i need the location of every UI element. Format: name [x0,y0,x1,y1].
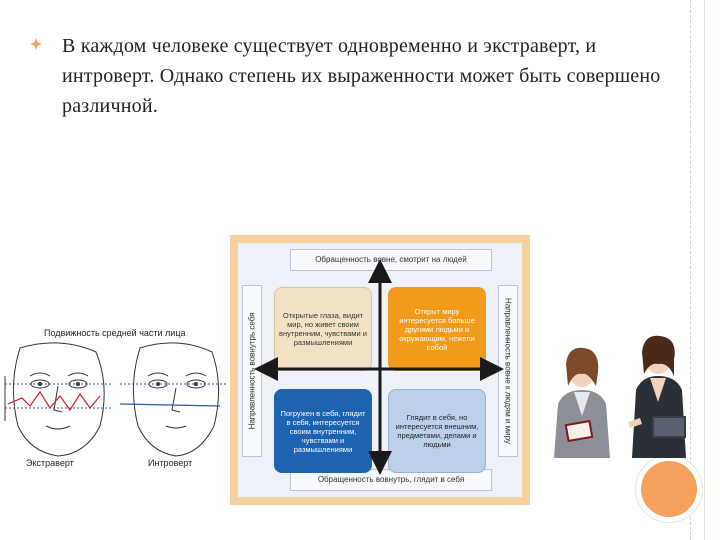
bullet-icon [30,38,42,50]
matrix-axes [254,259,504,475]
quadrant-top-left: Открытые глаза, видит мир, но живет свои… [274,287,372,371]
quadrant-bottom-left: Погружен в себя, глядит в себя, интересу… [274,389,372,473]
introvert-label: Интроверт [148,458,193,468]
quadrant-bottom-right: Глядит в себя, но интересуется внешним, … [388,389,486,473]
faces-diagram: Подвижность средней части лица Экстравер… [0,326,228,472]
faces-drawing [4,342,226,457]
accent-circle [636,456,702,522]
bullet-text: В каждом человеке существует одновременн… [62,35,661,117]
people-photo [554,335,686,458]
faces-title: Подвижность средней части лица [44,328,186,338]
right-decor-border [690,0,720,540]
quadrant-top-right: Открыт миру интересуется больше другими … [388,287,486,371]
extravert-label: Экстраверт [26,458,74,468]
personality-matrix: Обращенность вовне, смотрит на людей Обр… [230,235,530,505]
